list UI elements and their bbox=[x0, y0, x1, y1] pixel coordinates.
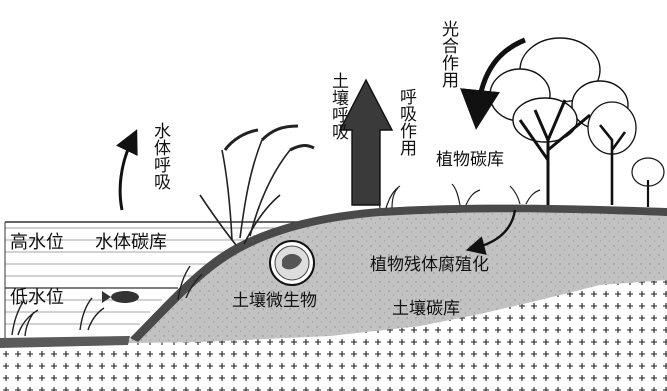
respiration-label: 呼吸作用 bbox=[396, 88, 417, 157]
water-respiration-label: 水体呼吸 bbox=[150, 122, 171, 190]
tree-small bbox=[631, 157, 665, 207]
humification-arrow bbox=[465, 209, 517, 255]
tree-medium bbox=[587, 101, 637, 205]
photosynthesis-label: 光合作用 bbox=[438, 20, 459, 89]
high-water-label: 高水位 bbox=[10, 232, 64, 253]
water-carbon-label: 水体碳库 bbox=[95, 232, 167, 253]
photosynthesis-arrow bbox=[460, 37, 526, 130]
soil-respiration-arrow bbox=[338, 78, 394, 206]
soil-carbon-label: 土壤碳库 bbox=[392, 298, 460, 319]
plant-carbon-label: 植物碳库 bbox=[436, 150, 504, 170]
residue-humification-label: 植物残体腐殖化 bbox=[370, 255, 489, 275]
litter-layer bbox=[130, 204, 667, 342]
water-respiration-arrow bbox=[115, 129, 138, 211]
soil-respiration-label: 土壤呼吸 bbox=[328, 72, 349, 140]
reed-plants bbox=[199, 124, 315, 246]
bedrock-layer bbox=[0, 280, 667, 391]
tree-large bbox=[489, 37, 629, 205]
soil-microbes-label: 土壤微生物 bbox=[232, 290, 317, 311]
underwater-plants bbox=[11, 265, 203, 337]
fish-icon bbox=[102, 291, 139, 303]
soil-microbe-icon bbox=[269, 240, 315, 286]
low-water-label: 低水位 bbox=[10, 287, 64, 308]
water-body bbox=[4, 221, 305, 345]
plateau-grass bbox=[371, 181, 541, 209]
sediment-edge bbox=[0, 336, 130, 348]
